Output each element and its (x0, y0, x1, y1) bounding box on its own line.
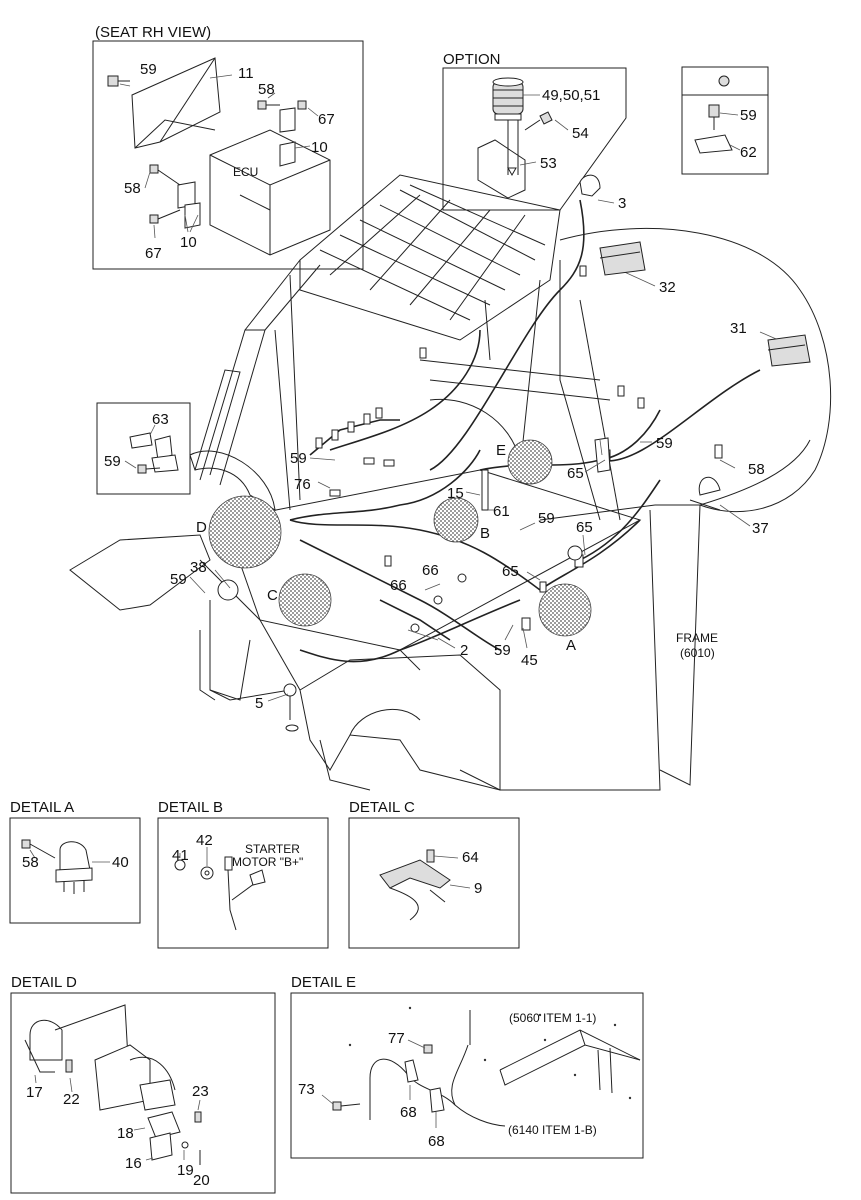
detail-c-part-9: 9 (474, 880, 482, 897)
detail-e-circle (507, 439, 553, 485)
part-61: 61 (493, 503, 510, 520)
detail-letter-e: E (496, 442, 506, 459)
detail-a-part-40: 40 (112, 854, 129, 871)
part-5: 5 (255, 695, 263, 712)
detail-b-title: DETAIL B (158, 799, 223, 816)
left-inset-part-63: 63 (152, 411, 169, 428)
seat-view-title: (SEAT RH VIEW) (95, 24, 211, 41)
detail-d-title: DETAIL D (11, 974, 77, 991)
detail-letter-a: A (566, 637, 576, 654)
seat-rh-view-inset (92, 40, 364, 270)
part-66-b: 66 (390, 577, 407, 594)
detail-letter-d: D (196, 519, 207, 536)
part-59-left: 59 (290, 450, 307, 467)
detail-callouts (208, 437, 721, 732)
part-65-c: 65 (502, 563, 519, 580)
ref-6140-label: (6140 ITEM 1-B) (508, 1123, 597, 1137)
ecu-label: ECU (233, 165, 258, 179)
seat-part-11: 11 (238, 65, 254, 82)
part-38-body (217, 579, 239, 601)
detail-b-box (157, 817, 329, 949)
part-65-a: 65 (567, 465, 584, 482)
detail-d-part-19: 19 (177, 1162, 194, 1179)
starter-motor-label: MOTOR "B+" (232, 855, 303, 869)
detail-a-circle (538, 583, 592, 637)
top-right-inset (681, 66, 769, 175)
tr-part-59: 59 (740, 107, 757, 124)
detail-d-part-18: 18 (117, 1125, 134, 1142)
tr-part-62: 62 (740, 144, 757, 161)
detail-c-title: DETAIL C (349, 799, 415, 816)
detail-c-circle (278, 573, 332, 627)
part-59-lower: 59 (494, 642, 511, 659)
option-part-53: 53 (540, 155, 557, 172)
harness-connectors (315, 265, 645, 633)
part-15: 15 (447, 485, 464, 502)
part-59-center: 59 (538, 510, 555, 527)
detail-b-circle (433, 497, 479, 543)
starter-label: STARTER (245, 842, 300, 856)
option-part-54: 54 (572, 125, 589, 142)
seat-part-10: 10 (311, 139, 328, 156)
detail-e-part-77: 77 (388, 1030, 405, 1047)
seat-part-67: 67 (318, 111, 335, 128)
detail-b-part-41: 41 (172, 847, 189, 864)
detail-e-part-68-a: 68 (400, 1104, 417, 1121)
part-3: 3 (618, 195, 626, 212)
option-part-49-50-51: 49,50,51 (542, 87, 600, 104)
main-parts-shapes (579, 174, 811, 459)
left-inset (96, 402, 191, 495)
detail-c-part-64: 64 (462, 849, 479, 866)
detail-a-part-58: 58 (22, 854, 39, 871)
leader-lines (189, 199, 791, 702)
seat-part-59: 59 (140, 61, 157, 78)
part-37: 37 (752, 520, 769, 537)
part-32: 32 (659, 279, 676, 296)
frame-ref-label: (6010) (680, 646, 715, 660)
part-31: 31 (730, 320, 747, 337)
detail-letter-b: B (480, 525, 490, 542)
detail-a-box (9, 817, 141, 924)
detail-e-part-68-b: 68 (428, 1133, 445, 1150)
detail-d-circle (208, 495, 282, 569)
detail-e-part-73: 73 (298, 1081, 315, 1098)
detail-c-box (348, 817, 520, 949)
part-58-right: 58 (748, 461, 765, 478)
frame-label: FRAME (676, 631, 718, 645)
detail-d-part-16: 16 (125, 1155, 142, 1172)
part-59-front: 59 (170, 571, 187, 588)
detail-d-part-20: 20 (193, 1172, 210, 1189)
detail-b-part-42: 42 (196, 832, 213, 849)
detail-d-part-17: 17 (26, 1084, 43, 1101)
part-66-a: 66 (422, 562, 439, 579)
part-2: 2 (460, 642, 468, 659)
detail-d-part-23: 23 (192, 1083, 209, 1100)
detail-a-title: DETAIL A (10, 799, 74, 816)
left-inset-part-59: 59 (104, 453, 121, 470)
part-59-right: 59 (656, 435, 673, 452)
option-inset (442, 67, 627, 211)
part-65-b: 65 (576, 519, 593, 536)
seat-part-58: 58 (258, 81, 275, 98)
detail-letter-c: C (267, 587, 278, 604)
ref-5060-label: (5060 ITEM 1-1) (509, 1011, 596, 1025)
part-45: 45 (521, 652, 538, 669)
detail-d-box (10, 992, 276, 1194)
detail-e-title: DETAIL E (291, 974, 356, 991)
part-76: 76 (294, 476, 311, 493)
part-38: 38 (190, 559, 207, 576)
option-title: OPTION (443, 51, 501, 68)
detail-d-part-22: 22 (63, 1091, 80, 1108)
detail-e-box (290, 992, 644, 1159)
text-labels: (SEAT RH VIEW) OPTION ECU 59 11 58 67 10… (10, 24, 769, 1189)
seat-part-67b: 67 (145, 245, 162, 262)
seat-part-10b: 10 (180, 234, 197, 251)
seat-part-58b: 58 (124, 180, 141, 197)
